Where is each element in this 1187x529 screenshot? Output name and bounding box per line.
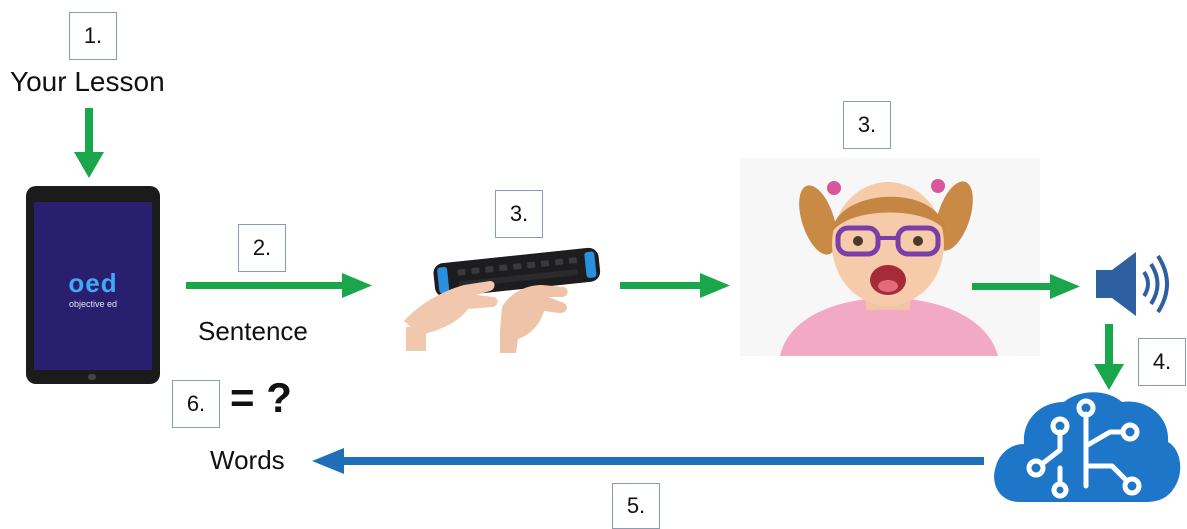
step-4-badge: 4. (1138, 338, 1186, 386)
arrow-brain-to-words (312, 448, 984, 474)
arrow-speaker-to-brain (1094, 324, 1124, 390)
equals-question-label: = ? (230, 374, 292, 421)
step-2-badge: 2. (238, 224, 286, 272)
your-lesson-label: Your Lesson (10, 66, 165, 97)
sentence-label: Sentence (198, 316, 308, 346)
step-3-badge-braille: 3. (495, 190, 543, 238)
speaker-icon (1096, 252, 1169, 316)
words-label: Words (210, 445, 285, 475)
step-6-badge: 6. (172, 380, 220, 428)
tablet-icon: oed objective ed (26, 186, 160, 384)
child-photo (740, 158, 1040, 356)
step-5-badge: 5. (612, 483, 660, 529)
braille-display-icon (404, 247, 601, 353)
step-1-badge: 1. (69, 12, 117, 60)
oed-logo: oed (68, 268, 118, 298)
tablet-screen: oed objective ed (34, 202, 152, 370)
oed-logo-subtitle: objective ed (68, 299, 118, 309)
arrow-tablet-to-braille (186, 273, 372, 298)
down-arrow-icon (74, 108, 104, 178)
tablet-home-button (88, 374, 96, 380)
ai-brain-icon (994, 392, 1181, 502)
step-3-badge-child: 3. (843, 101, 891, 149)
arrow-child-to-speaker (972, 274, 1080, 299)
arrow-braille-to-child (620, 273, 730, 298)
